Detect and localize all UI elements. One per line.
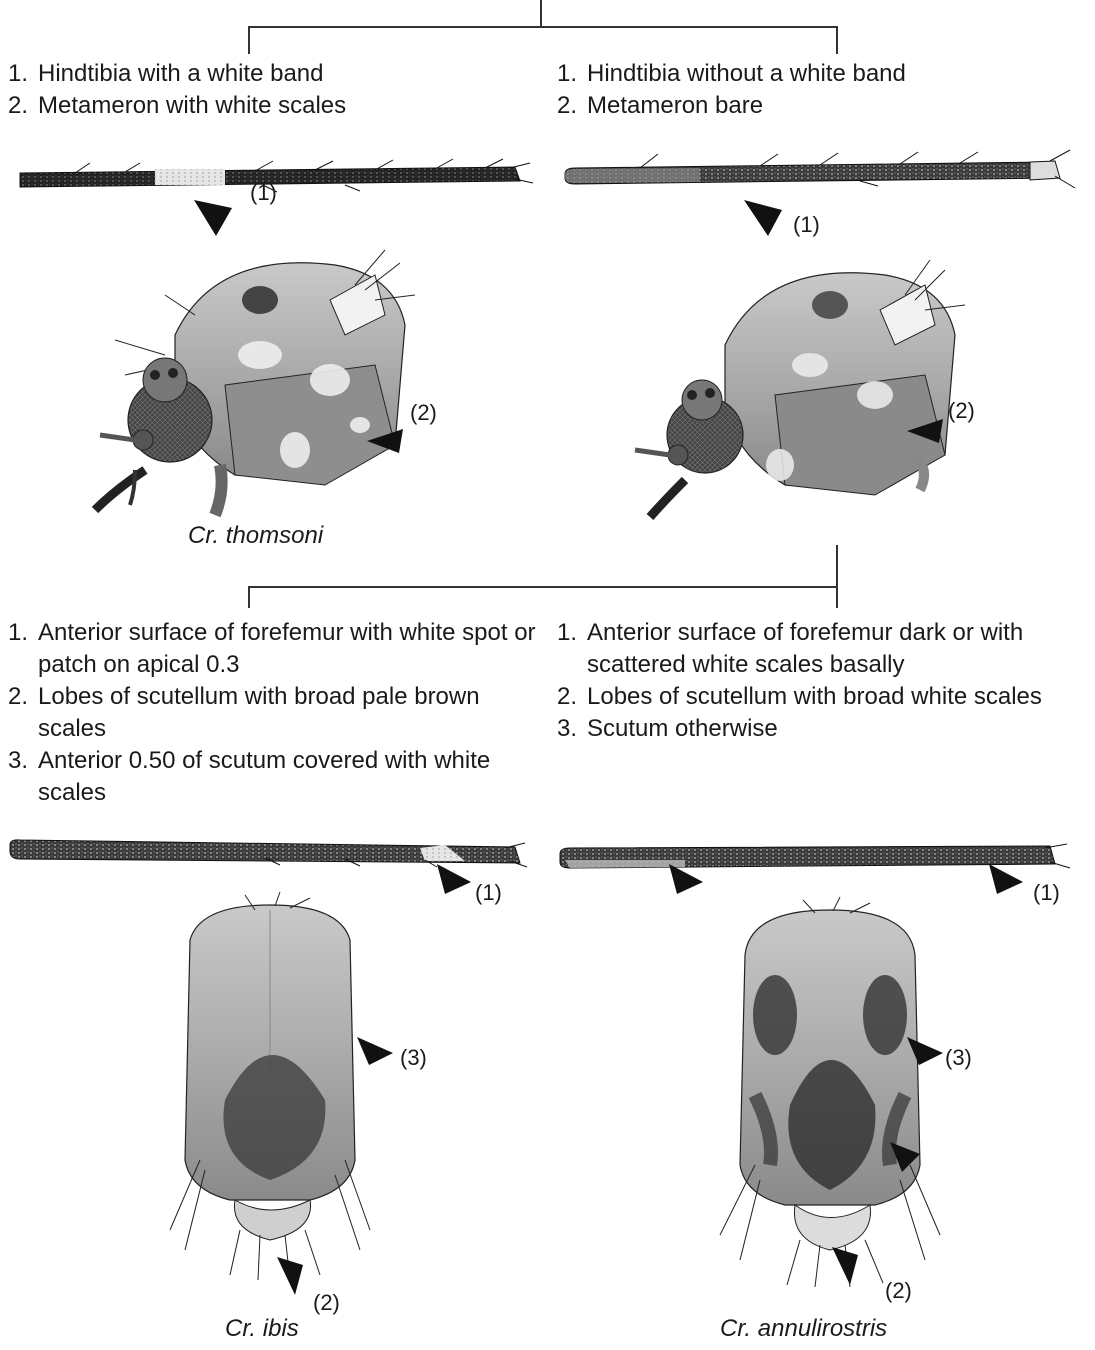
arrowhead-icon	[355, 1035, 395, 1067]
couplet-item: 3.Anterior 0.50 of scutum covered with w…	[8, 745, 538, 809]
couplet-second-left: 1.Anterior surface of forefemur with whi…	[8, 617, 538, 809]
callout-label-1: (1)	[475, 880, 502, 906]
arrowhead-icon	[905, 1035, 945, 1067]
arrowhead-icon	[905, 415, 945, 445]
callout-label-2: (2)	[948, 398, 975, 424]
callout-label-3: (3)	[400, 1045, 427, 1071]
callout-label-2: (2)	[410, 400, 437, 426]
arrowhead-icon	[985, 862, 1025, 896]
key-drop-left-top	[248, 26, 250, 54]
key-branch-second	[248, 586, 838, 588]
species-name-annulirostris: Cr. annulirostris	[720, 1315, 887, 1343]
annulirostris-thorax-lateral-illustration	[630, 255, 990, 520]
couplet-item: 2.Metameron with white scales	[8, 90, 528, 122]
callout-label-2: (2)	[313, 1290, 340, 1316]
couplet-top-left: 1.Hindtibia with a white band 2.Metamero…	[8, 58, 528, 122]
species-name-thomsoni: Cr. thomsoni	[188, 522, 323, 550]
couplet-item: 2.Lobes of scutellum with broad white sc…	[557, 681, 1092, 713]
arrowhead-icon	[888, 1140, 922, 1174]
callout-label-2: (2)	[885, 1278, 912, 1304]
couplet-top-right: 1.Hindtibia without a white band 2.Metam…	[557, 58, 1087, 122]
couplet-item: 2.Metameron bare	[557, 90, 1087, 122]
callout-label-1: (1)	[793, 212, 820, 238]
arrowhead-icon	[830, 1245, 860, 1287]
arrowhead-icon	[275, 1255, 305, 1297]
couplet-item: 1.Anterior surface of forefemur dark or …	[557, 617, 1092, 681]
key-drop-left-second	[248, 586, 250, 608]
couplet-item: 3.Scutum otherwise	[557, 713, 1092, 745]
couplet-second-right: 1.Anterior surface of forefemur dark or …	[557, 617, 1092, 745]
arrowhead-icon	[192, 198, 236, 238]
callout-label-1: (1)	[1033, 880, 1060, 906]
couplet-item: 1.Hindtibia without a white band	[557, 58, 1087, 90]
couplet-item: 1.Hindtibia with a white band	[8, 58, 528, 90]
arrowhead-icon	[365, 425, 405, 455]
key-drop-right-top	[836, 26, 838, 54]
arrowhead-icon	[665, 862, 705, 896]
key-stem-top	[540, 0, 542, 26]
callout-label-1: (1)	[250, 180, 277, 206]
annulirostris-scutum-dorsal-illustration	[715, 905, 945, 1290]
key-drop-right-second	[836, 586, 838, 608]
key-branch-top	[248, 26, 838, 28]
thomsoni-thorax-lateral-illustration	[75, 245, 455, 520]
couplet-item: 1.Anterior surface of forefemur with whi…	[8, 617, 538, 681]
couplet-item: 2.Lobes of scutellum with broad pale bro…	[8, 681, 538, 745]
ibis-scutum-dorsal-illustration	[160, 900, 380, 1285]
hindtibia-unbanded-illustration	[560, 148, 1080, 194]
arrowhead-icon	[433, 862, 473, 896]
species-name-ibis: Cr. ibis	[225, 1315, 299, 1343]
key-stem-second	[836, 545, 838, 587]
arrowhead-icon	[742, 198, 786, 238]
callout-label-3: (3)	[945, 1045, 972, 1071]
